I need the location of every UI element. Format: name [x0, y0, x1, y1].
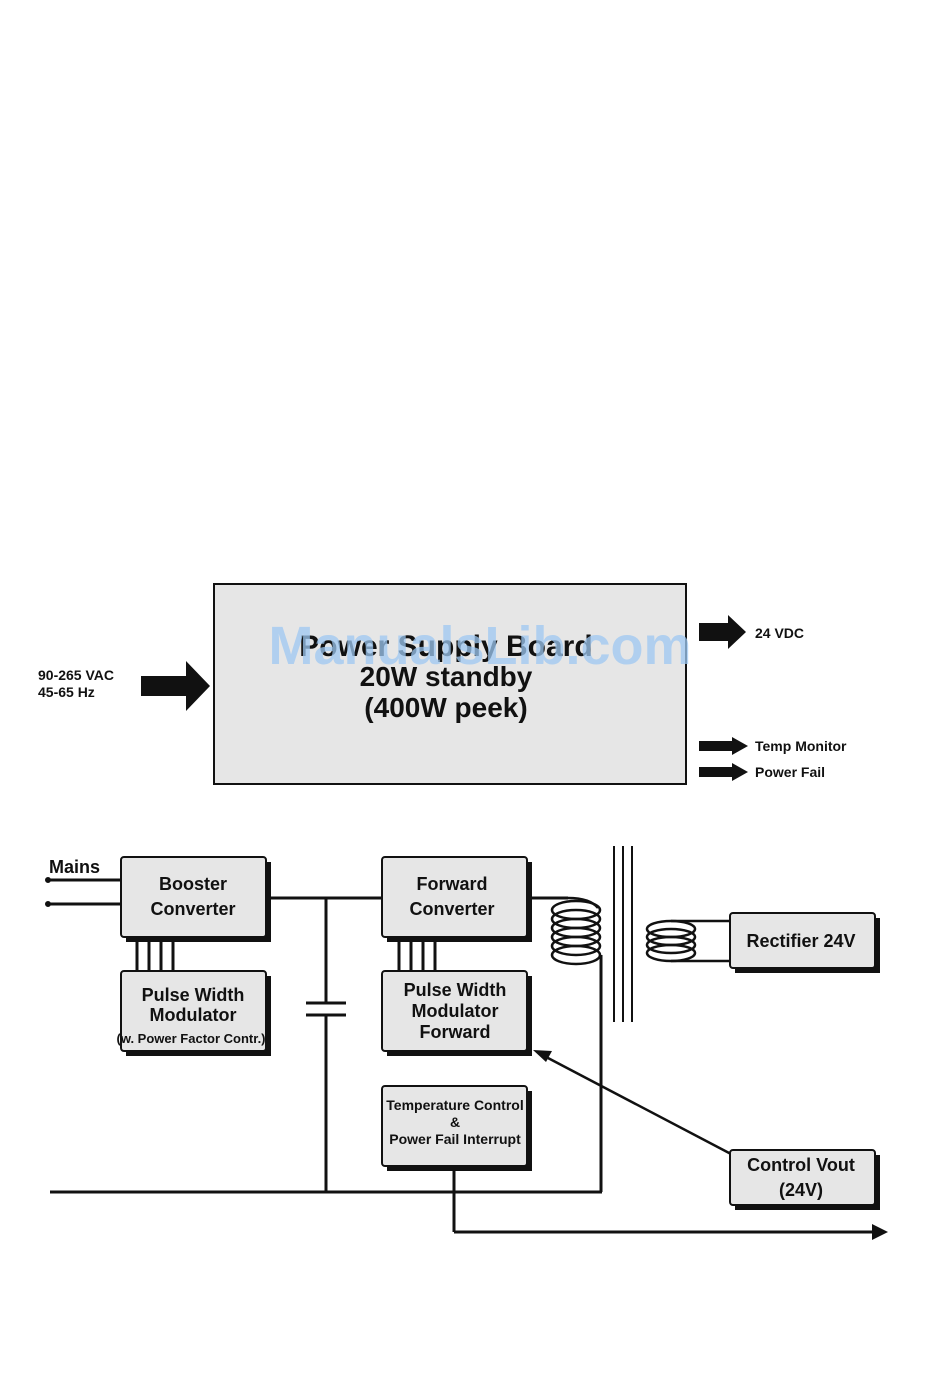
power-fail-arrow [699, 763, 748, 781]
rectifier-label: Rectifier 24V [746, 931, 855, 951]
pulse-width-modulator: Pulse Width Modulator (w. Power Factor C… [116, 970, 271, 1056]
pwmf-line1: Pulse Width [404, 980, 507, 1000]
pulse-width-modulator-forward: Pulse Width Modulator Forward [381, 970, 532, 1056]
rectifier-box: Rectifier 24V [729, 912, 880, 973]
pwm-line1: Pulse Width [142, 985, 245, 1005]
power-supply-board-box [213, 583, 687, 785]
forward-line2: Converter [409, 899, 494, 919]
pwmf-line3: Forward [419, 1022, 490, 1042]
output-24vdc-arrow [699, 615, 746, 649]
input-voltage-label: 90-265 VAC [38, 667, 114, 683]
watermark: ManualsLib.com [268, 616, 691, 676]
board-standby: 20W standby [360, 661, 533, 692]
feedback-line [547, 1056, 732, 1156]
temperature-control-box: Temperature Control & Power Fail Interru… [381, 1085, 532, 1171]
temp-monitor-arrow [699, 737, 748, 755]
control-line2: (24V) [779, 1180, 823, 1200]
output-signal-arrowhead [872, 1224, 888, 1240]
booster-line2: Converter [150, 899, 235, 919]
top-block-diagram: Power Supply Board 20W standby (400W pee… [38, 583, 847, 785]
booster-line1: Booster [159, 874, 227, 894]
temp-line3: Power Fail Interrupt [389, 1131, 521, 1147]
mains-terminal-2 [45, 901, 51, 907]
pwm-line3: (w. Power Factor Contr.) [116, 1031, 265, 1046]
mains-terminal-1 [45, 877, 51, 883]
board-peak: (400W peek) [364, 692, 527, 723]
temp-line1: Temperature Control [386, 1097, 523, 1113]
forward-line1: Forward [416, 874, 487, 894]
pwmf-line2: Modulator [412, 1001, 499, 1021]
temp-line2: & [450, 1114, 460, 1130]
feedback-arrowhead [533, 1050, 552, 1062]
input-frequency-label: 45-65 Hz [38, 684, 95, 700]
temp-monitor-label: Temp Monitor [755, 738, 847, 754]
forward-converter: Forward Converter [381, 856, 532, 942]
power-fail-label: Power Fail [755, 764, 825, 780]
input-arrow [141, 661, 210, 711]
mains-label: Mains [49, 857, 100, 877]
control-vout-box: Control Vout (24V) [729, 1149, 880, 1210]
control-line1: Control Vout [747, 1155, 855, 1175]
output-24vdc-label: 24 VDC [755, 625, 804, 641]
secondary-coil [645, 919, 731, 963]
booster-converter: Booster Converter [120, 856, 271, 942]
pwm-line2: Modulator [150, 1005, 237, 1025]
board-title: Power Supply Board [299, 630, 592, 663]
primary-coil [550, 896, 602, 966]
bottom-schematic [45, 846, 888, 1240]
